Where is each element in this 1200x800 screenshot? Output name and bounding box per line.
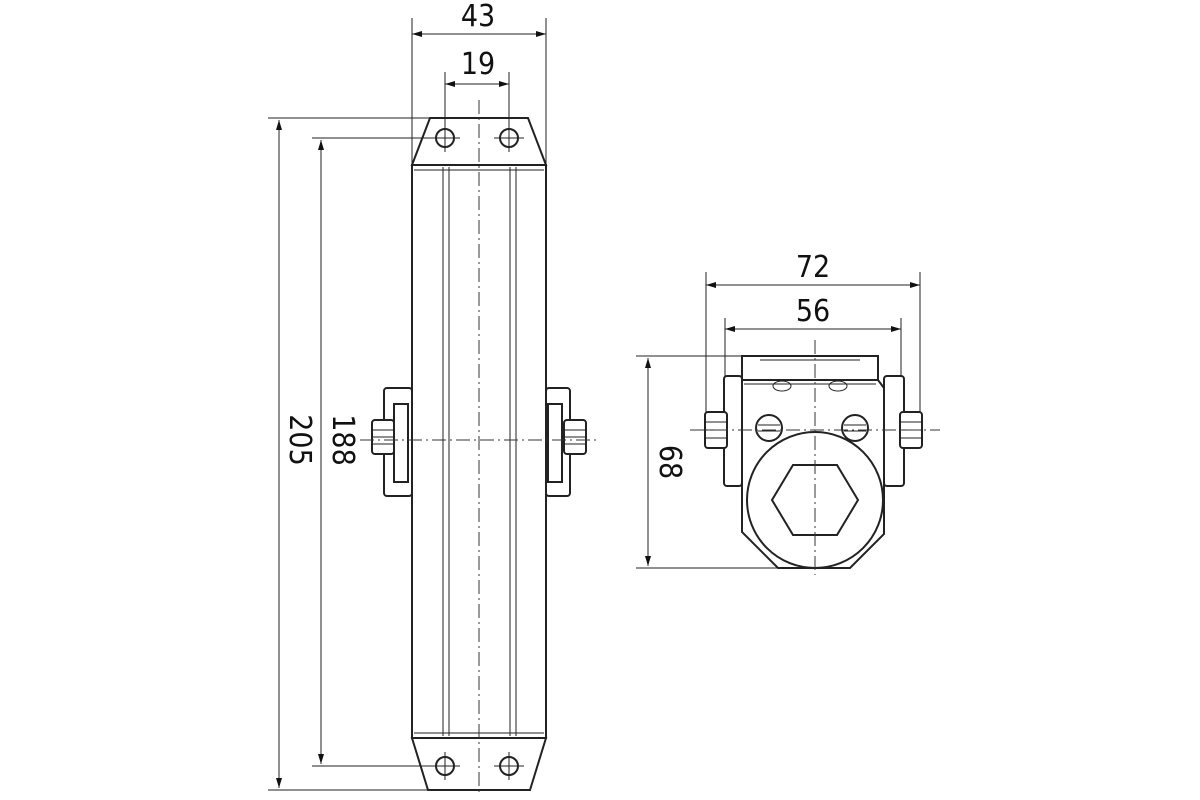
adjustment-screw (755, 414, 783, 442)
hex-nut (770, 464, 860, 536)
dim-205-label: 205 (282, 414, 317, 466)
right-spindle (545, 387, 587, 497)
end-right-spindle (883, 375, 923, 487)
dim-56-label: 56 (796, 294, 830, 329)
main-body (411, 164, 547, 739)
end-view: 72 56 68 (636, 250, 940, 575)
adjustment-screw (841, 414, 869, 442)
mounting-hole (494, 124, 524, 152)
dim-188-label: 188 (325, 414, 360, 466)
end-left-spindle (704, 375, 743, 487)
dim-19-label: 19 (461, 47, 495, 82)
side-view: 43 19 205 188 (268, 0, 600, 795)
left-spindle (371, 387, 413, 497)
dim-68-label: 68 (652, 445, 687, 479)
dim-72-label: 72 (796, 250, 830, 285)
dim-43-label: 43 (461, 0, 495, 34)
mounting-hole (494, 752, 524, 780)
